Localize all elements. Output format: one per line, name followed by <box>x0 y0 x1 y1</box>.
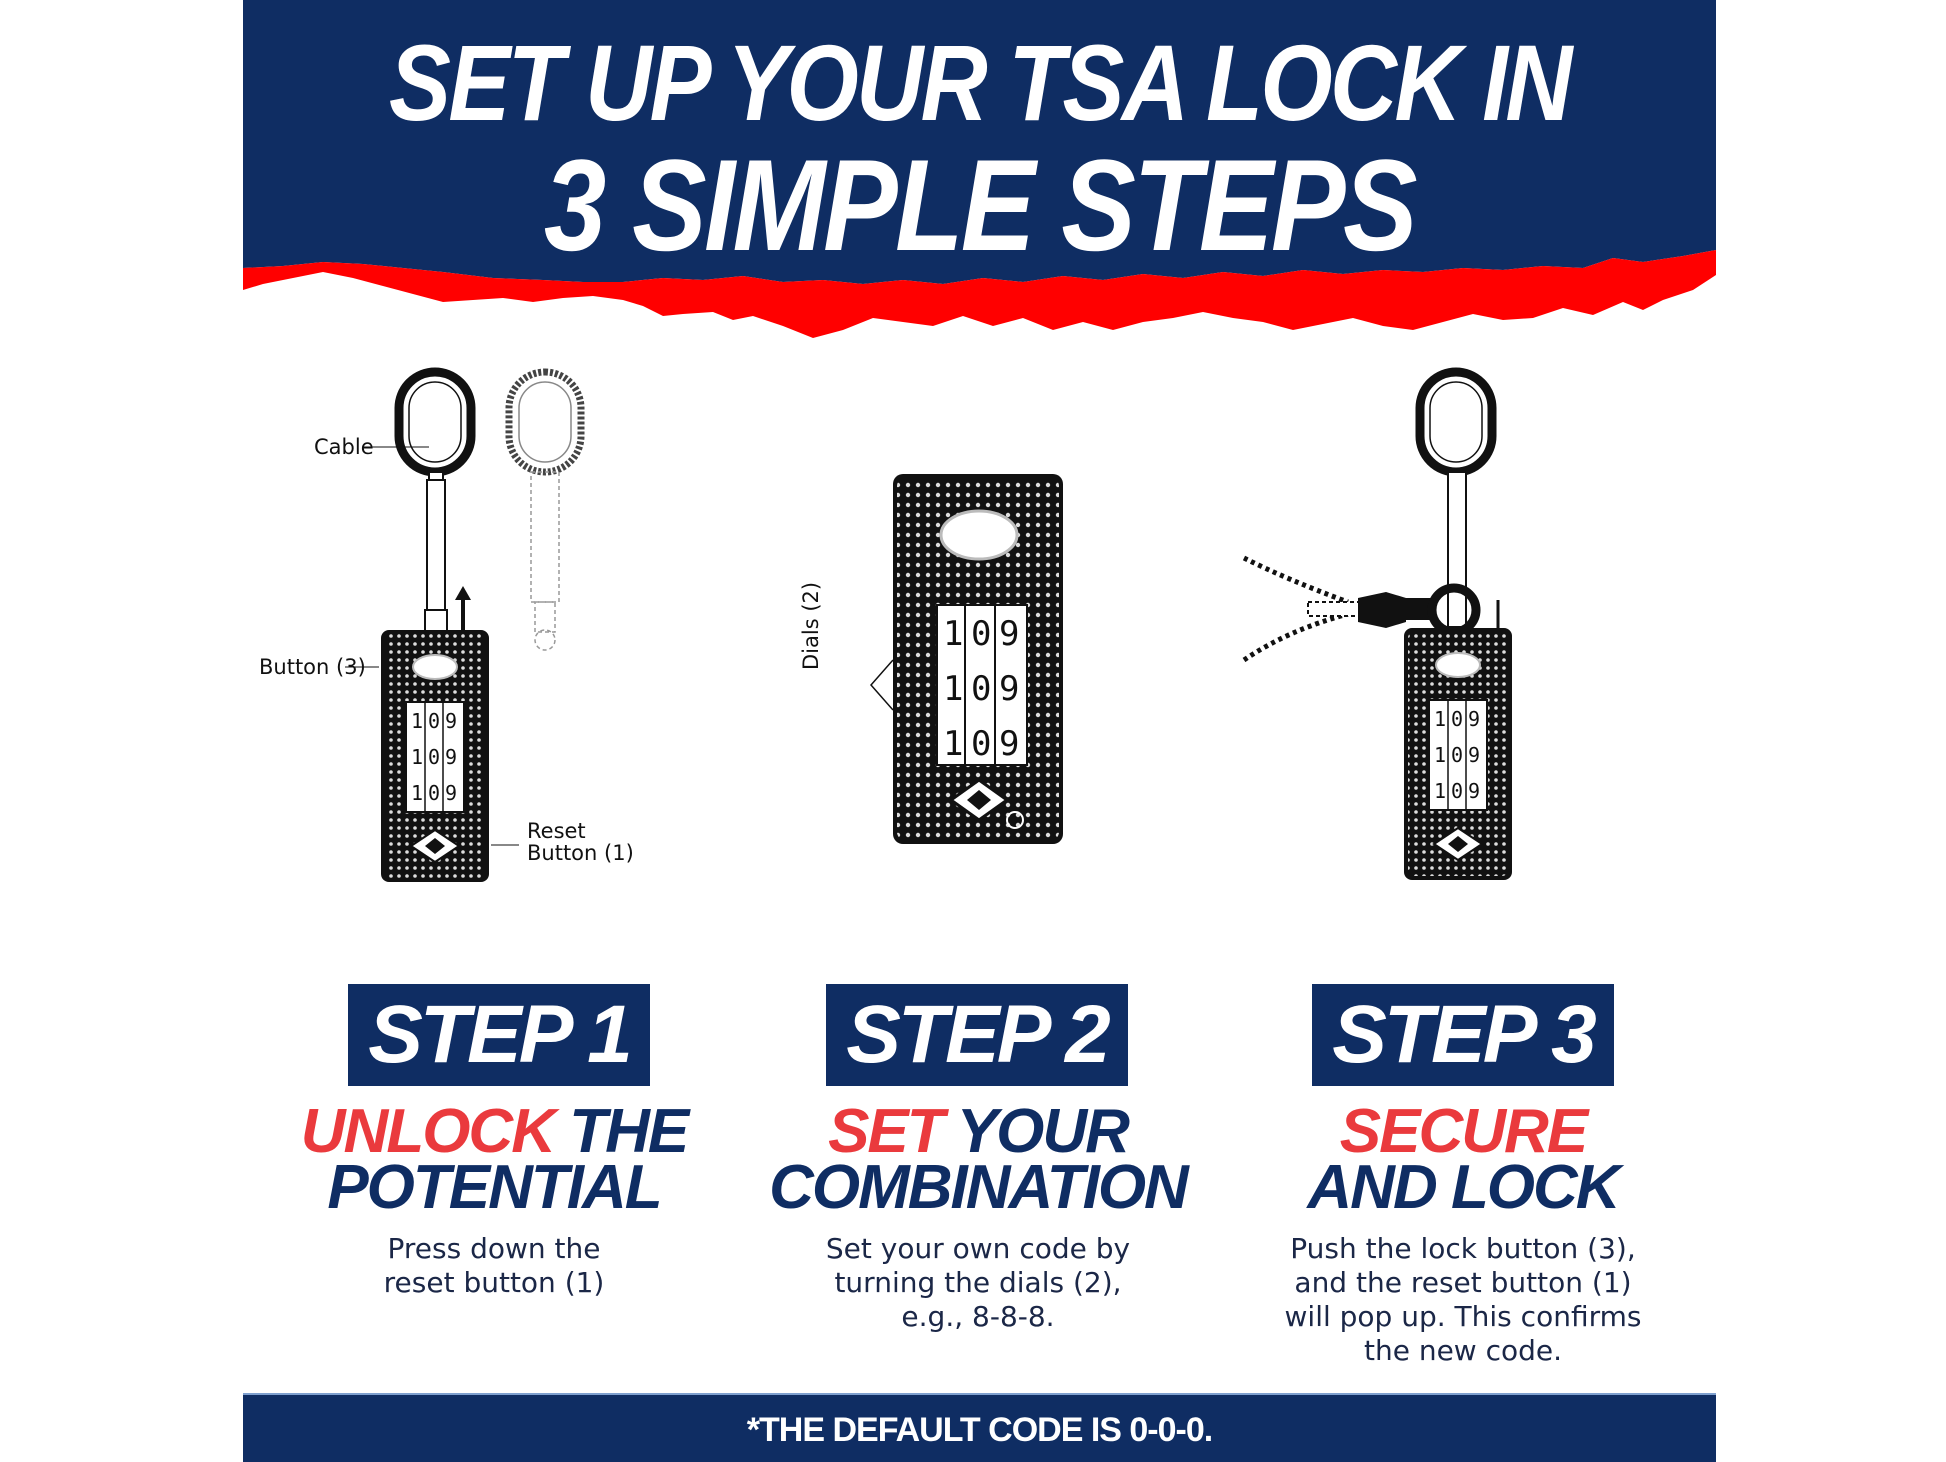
title-line-1: SET UP YOUR TSA LOCK IN <box>389 22 1572 143</box>
step-2-heading: SET YOUR COMBINATION <box>743 1101 1213 1219</box>
step-2-badge: STEP 2 <box>826 984 1128 1086</box>
infographic-panel: SET UP YOUR TSA LOCK IN 3 SIMPLE STEPS <box>243 0 1716 1462</box>
step-2-description: Set your own code by turning the dials (… <box>743 1232 1213 1334</box>
label-dials-2: Dials (2) <box>799 582 823 670</box>
step-3-heading-line2: AND LOCK <box>1307 1153 1620 1222</box>
header-banner: SET UP YOUR TSA LOCK IN 3 SIMPLE STEPS <box>243 0 1716 340</box>
step-1-heading: UNLOCK THE POTENTIAL <box>259 1101 729 1219</box>
step-2-heading-rest: YOUR <box>942 1097 1130 1166</box>
desc-line: turning the dials (2), <box>834 1266 1122 1299</box>
step-1-heading-rest: THE <box>553 1097 689 1166</box>
desc-line: Push the lock button (3), <box>1290 1232 1636 1265</box>
svg-text:0: 0 <box>428 745 440 769</box>
svg-text:1: 1 <box>1434 779 1446 803</box>
step-2-heading-accent: SET <box>828 1097 945 1166</box>
desc-line: Set your own code by <box>825 1232 1131 1265</box>
step-3-badge: STEP 3 <box>1312 984 1614 1086</box>
desc-line: Press down the <box>387 1232 601 1265</box>
svg-text:9: 9 <box>999 614 1019 654</box>
svg-text:0: 0 <box>428 781 440 805</box>
step-1-heading-line2: POTENTIAL <box>327 1153 662 1222</box>
svg-text:1: 1 <box>943 669 963 709</box>
label-reset-button: Reset Button (1) <box>527 820 634 864</box>
desc-line: will pop up. This confirms <box>1284 1300 1642 1333</box>
desc-line: the new code. <box>1363 1334 1563 1367</box>
svg-text:0: 0 <box>1451 779 1463 803</box>
footer-banner: *THE DEFAULT CODE IS 0-0-0. <box>243 1393 1716 1462</box>
svg-text:0: 0 <box>971 724 991 764</box>
default-code-note: *THE DEFAULT CODE IS 0-0-0. <box>746 1411 1213 1449</box>
svg-text:0: 0 <box>428 709 440 733</box>
step-1-badge: STEP 1 <box>348 984 650 1086</box>
svg-text:1: 1 <box>411 781 423 805</box>
svg-text:1: 1 <box>943 724 963 764</box>
svg-text:9: 9 <box>445 781 457 805</box>
svg-text:9: 9 <box>445 745 457 769</box>
label-button-3: Button (3) <box>259 655 366 679</box>
svg-text:1: 1 <box>1434 743 1446 767</box>
svg-text:1: 1 <box>411 745 423 769</box>
step-1-description: Press down the reset button (1) <box>259 1232 729 1300</box>
label-cable: Cable <box>314 435 374 459</box>
desc-line: reset button (1) <box>383 1266 605 1299</box>
svg-text:9: 9 <box>1468 743 1480 767</box>
svg-text:0: 0 <box>1451 707 1463 731</box>
step-2-heading-line2: COMBINATION <box>769 1153 1189 1222</box>
step-1-heading-accent: UNLOCK <box>300 1097 556 1166</box>
label-reset-line2: Button (1) <box>527 841 634 865</box>
label-dials-text: Dials (2) <box>799 581 823 670</box>
svg-text:1: 1 <box>1434 707 1446 731</box>
desc-line: and the reset button (1) <box>1294 1266 1632 1299</box>
svg-text:1: 1 <box>943 614 963 654</box>
svg-text:0: 0 <box>971 669 991 709</box>
torn-banner-shape <box>243 0 1716 338</box>
title-line-2: 3 SIMPLE STEPS <box>544 132 1418 278</box>
step-3-heading-accent: SECURE <box>1339 1097 1588 1166</box>
svg-text:9: 9 <box>1468 707 1480 731</box>
svg-text:9: 9 <box>999 669 1019 709</box>
step-3-heading: SECURE AND LOCK <box>1228 1101 1698 1219</box>
svg-text:9: 9 <box>999 724 1019 764</box>
label-reset-line1: Reset <box>527 819 586 843</box>
desc-line: e.g., 8-8-8. <box>901 1300 1055 1333</box>
svg-text:1: 1 <box>411 709 423 733</box>
step-3-description: Push the lock button (3), and the reset … <box>1228 1232 1698 1368</box>
svg-text:9: 9 <box>1468 779 1480 803</box>
svg-text:0: 0 <box>1451 743 1463 767</box>
svg-text:9: 9 <box>445 709 457 733</box>
svg-text:0: 0 <box>971 614 991 654</box>
